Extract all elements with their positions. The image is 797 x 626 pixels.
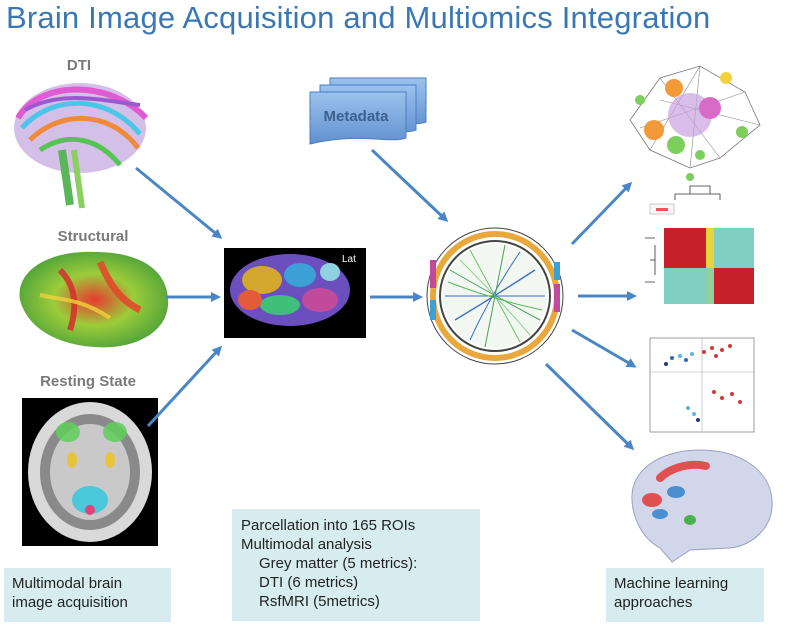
acquisition-caption-box: Multimodal brain image acquisition: [4, 568, 171, 622]
arrow-circos-to-scatter: [571, 328, 637, 368]
modality-label-structural: Structural: [58, 228, 129, 245]
parcellation-lat-label: Lat: [342, 254, 356, 265]
arrow-metadata-to-circos: [370, 148, 449, 223]
analysis-caption-line2: Multimodal analysis: [241, 536, 372, 553]
heatmap: [645, 185, 754, 304]
scatter-plot: [649, 337, 755, 433]
metadata-label: Metadata: [323, 108, 389, 125]
analysis-caption-line4: DTI (6 metrics): [259, 574, 359, 591]
arrow-resting-to-parcellation: [146, 345, 223, 428]
structural-image: [19, 251, 169, 348]
ml-caption-line1: Machine learning: [614, 575, 729, 592]
acquisition-caption-line1: Multimodal brain: [12, 575, 123, 592]
modality-label-resting-state: Resting State: [40, 373, 136, 390]
flow-arrows: [135, 148, 637, 451]
analysis-caption-line5: RsfMRI (5metrics): [259, 593, 380, 610]
network-graph: [629, 65, 761, 181]
analysis-caption-line3: Grey matter (5 metrics):: [259, 555, 418, 572]
analysis-caption-line1: Parcellation into 165 ROIs: [241, 517, 416, 534]
circos-plot: [426, 227, 564, 365]
modality-label-dti: DTI: [67, 57, 91, 74]
parcellation-image: [224, 248, 366, 338]
metadata-icon: [309, 77, 427, 145]
arrow-circos-to-brain: [544, 362, 635, 451]
sagittal-brain: [631, 449, 773, 563]
page-title: Brain Image Acquisition and Multiomics I…: [6, 0, 711, 35]
dti-image: [14, 83, 149, 209]
resting-state-image: [22, 398, 158, 546]
acquisition-caption-line2: image acquisition: [12, 594, 128, 611]
arrow-circos-to-network: [570, 181, 633, 246]
ml-caption-line2: approaches: [614, 594, 693, 611]
ml-caption-box: Machine learning approaches: [606, 568, 764, 622]
analysis-caption-box: Parcellation into 165 ROIs Multimodal an…: [232, 509, 480, 621]
arrow-dti-to-parcellation: [135, 166, 223, 239]
